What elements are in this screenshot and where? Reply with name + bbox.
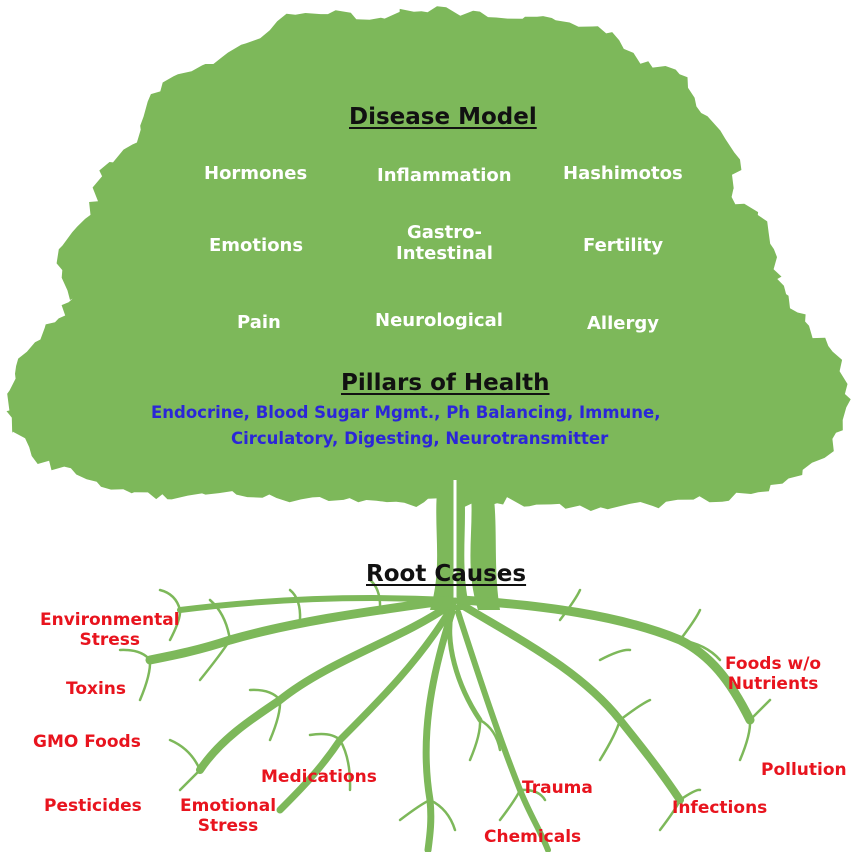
main-root: [145, 595, 455, 665]
disease-item-emotions: Emotions: [209, 235, 304, 256]
root-cause-pollution: Pollution: [761, 760, 847, 780]
rootlet: [398, 798, 432, 822]
rootlet: [308, 732, 342, 742]
rootlet: [748, 698, 772, 722]
root-cause-infections: Infections: [672, 798, 768, 818]
rootlet: [468, 718, 482, 762]
main-root: [455, 609, 551, 852]
main-root: [457, 595, 755, 725]
root-cause-foods-line2: Nutrients: [727, 673, 819, 694]
rootlet: [678, 638, 722, 662]
tree-crown: [6, 6, 851, 511]
rootlet: [138, 658, 152, 702]
trunk-strand-right: [468, 470, 500, 610]
rootlet: [168, 608, 182, 642]
root-cause-environmental-line2: Stress: [79, 629, 141, 650]
root-cause-trauma: Trauma: [522, 778, 593, 798]
rootlet: [208, 598, 232, 642]
root-cause-toxins: Toxins: [66, 679, 127, 699]
rootlet: [168, 738, 202, 772]
disease-item-gastro-line1: Gastro-: [407, 222, 482, 243]
root-cause-chemicals: Chemicals: [484, 827, 582, 847]
main-root: [447, 597, 483, 723]
rootlet: [678, 788, 702, 802]
rootlet: [598, 718, 622, 762]
disease-item-hashimotos: Hashimotos: [563, 163, 683, 184]
trunk-strand-left: [430, 470, 470, 610]
root-cause-foods-without-nutrients: Foods w/o Nutrients: [725, 654, 822, 694]
rootlet: [248, 688, 282, 702]
rootlet: [478, 718, 502, 752]
rootlet: [618, 698, 652, 722]
rootlet: [178, 768, 202, 792]
rootlet: [498, 788, 522, 822]
rootlet: [118, 648, 152, 662]
rootlet: [268, 698, 282, 742]
rootlet: [368, 578, 382, 612]
root-cause-pesticides: Pesticides: [44, 796, 142, 816]
main-root: [422, 608, 456, 852]
disease-item-gastro-line2: Intestinal: [396, 242, 493, 264]
pillars-line-2: Circulatory, Digesting, Neurotransmitter: [231, 429, 609, 448]
rootlet: [288, 588, 302, 622]
root-cause-medications: Medications: [261, 767, 377, 787]
disease-item-neurological: Neurological: [375, 310, 503, 331]
disease-item-hormones: Hormones: [204, 163, 308, 184]
rootlet: [428, 798, 457, 832]
root-causes-heading: Root Causes: [366, 561, 527, 587]
disease-item-gastrointestinal: Gastro- Intestinal: [396, 222, 493, 264]
rootlet: [198, 638, 232, 682]
main-root: [177, 595, 453, 613]
root-cause-environmental-line1: Environmental: [40, 610, 180, 630]
rootlet: [598, 648, 632, 662]
rootlet: [518, 788, 547, 802]
main-root: [458, 601, 684, 804]
main-root: [196, 601, 454, 774]
root-cause-environmental-stress: Environmental Stress: [40, 610, 180, 650]
disease-item-fertility: Fertility: [583, 235, 664, 256]
main-root: [276, 606, 454, 814]
tree-trunk: [430, 470, 500, 610]
rootlet: [658, 798, 682, 832]
disease-item-allergy: Allergy: [587, 313, 659, 334]
pillars-line-1: Endocrine, Blood Sugar Mgmt., Ph Balanci…: [151, 403, 661, 422]
rootlet: [558, 588, 582, 622]
root-cause-foods-line1: Foods w/o: [725, 654, 822, 674]
pillars-heading: Pillars of Health: [341, 370, 550, 396]
disease-item-inflammation: Inflammation: [377, 165, 512, 186]
rootlet: [338, 738, 352, 792]
root-cause-emotional-stress: Emotional Stress: [180, 796, 277, 836]
root-cause-emotional-line1: Emotional: [180, 796, 277, 816]
rootlet: [678, 608, 702, 642]
root-cause-gmo-foods: GMO Foods: [33, 732, 141, 752]
crown-foliage: [6, 6, 851, 511]
tree-roots: [118, 578, 772, 852]
root-cause-emotional-line2: Stress: [197, 815, 259, 836]
disease-model-heading: Disease Model: [349, 104, 537, 130]
disease-item-pain: Pain: [237, 312, 281, 333]
rootlet: [738, 718, 752, 762]
rootlet: [158, 588, 182, 612]
